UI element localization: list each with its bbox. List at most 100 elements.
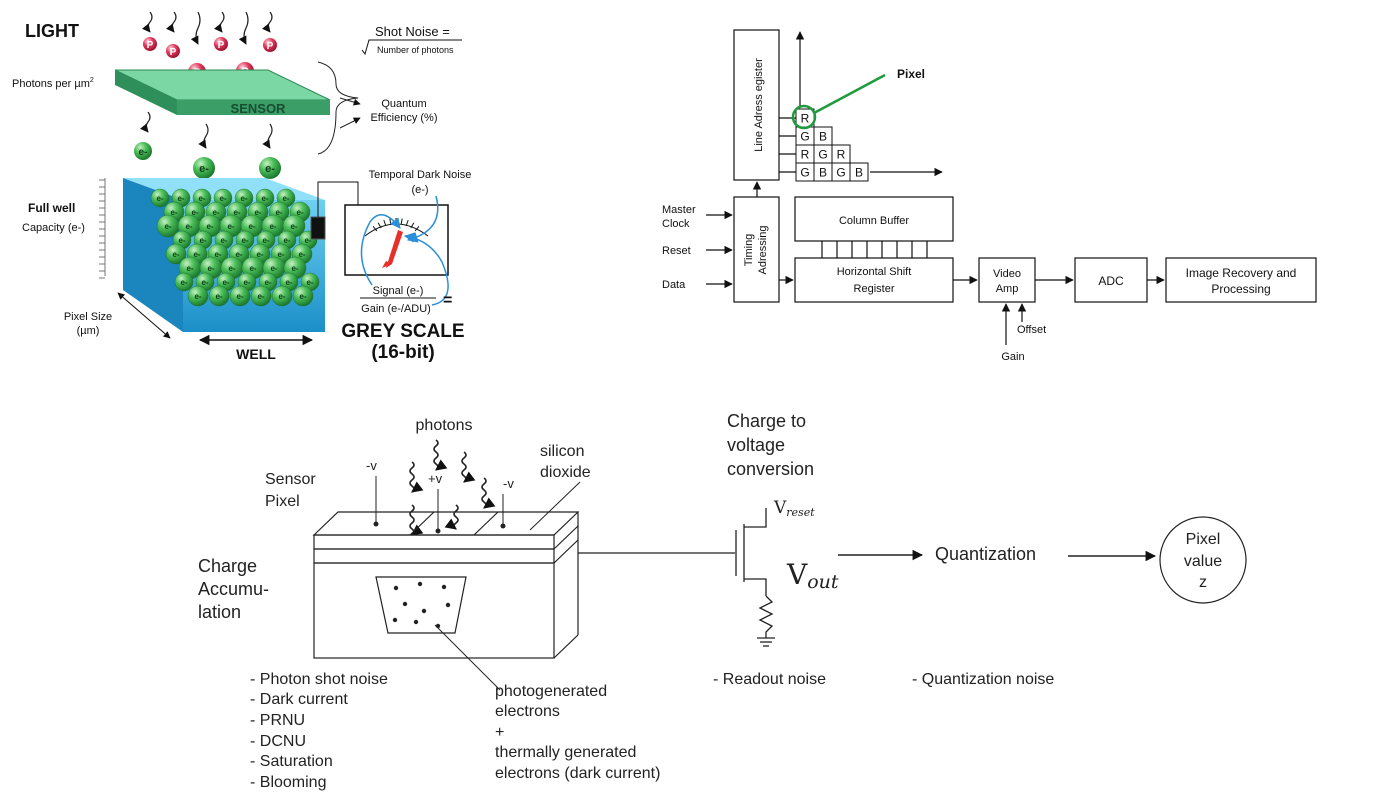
cfa-cell-label: G: [836, 166, 845, 180]
noise-item: - PRNU: [250, 712, 305, 729]
transistor-circuit: [578, 508, 775, 647]
svg-text:e-: e-: [207, 264, 214, 273]
photons-label: photons: [416, 417, 473, 434]
sensor-label: SENSOR: [231, 101, 287, 116]
cfa-cell-label: G: [800, 166, 809, 180]
svg-text:e-: e-: [194, 292, 201, 301]
electron-icon: e-: [292, 285, 314, 307]
line-address-register-box: [733, 29, 780, 181]
svg-text:electrons (dark current): electrons (dark current): [495, 765, 660, 782]
full-well-label: Full well: [28, 201, 75, 215]
svg-text:Timing: Timing: [743, 234, 755, 267]
svg-text:e-: e-: [214, 250, 221, 259]
svg-text:(µm): (µm): [77, 325, 100, 337]
svg-text:P: P: [267, 41, 274, 52]
data-label: Data: [662, 279, 686, 291]
svg-text:e-: e-: [262, 236, 269, 245]
electron-icon: e-: [271, 285, 293, 307]
v-reset-label: Vreset: [773, 498, 815, 519]
well-cube: e-e-e-e-e-e-e-e-e-e-e-e-e-e-e-e-e-e-e-e-…: [123, 178, 326, 332]
svg-text:thermally generated: thermally generated: [495, 744, 636, 761]
svg-text:e-: e-: [201, 278, 208, 287]
svg-text:e-: e-: [164, 222, 171, 231]
svg-text:e-: e-: [265, 163, 275, 175]
svg-text:e-: e-: [270, 264, 277, 273]
svg-text:P: P: [218, 40, 225, 51]
svg-text:Video: Video: [993, 268, 1021, 280]
panel-bottom: photons Sensor Pixel silicon dioxide -v …: [198, 411, 1247, 791]
svg-text:=: =: [443, 292, 452, 309]
noise-item: - DCNU: [250, 733, 306, 750]
minus-v-left: -v: [366, 458, 377, 473]
svg-text:e-: e-: [180, 278, 187, 287]
svg-text:e-: e-: [299, 292, 306, 301]
svg-text:e-: e-: [291, 264, 298, 273]
panel-top-left: LIGHT P P P P P P Photons per µm2 SENSOR: [12, 11, 472, 363]
svg-text:e-: e-: [228, 264, 235, 273]
svg-text:Capacity (e-): Capacity (e-): [22, 222, 85, 234]
svg-text:e-: e-: [227, 222, 234, 231]
svg-text:Column Buffer: Column Buffer: [839, 215, 909, 227]
sensor-pixel-block: [312, 511, 580, 659]
pixel-label: Pixel: [897, 67, 925, 81]
photon-icon: P: [214, 37, 228, 51]
signal-numerator: Signal (e-): [373, 285, 424, 297]
svg-text:e-: e-: [219, 194, 226, 203]
pixel-noise-list: - Photon shot noise - Dark current - PRN…: [250, 671, 388, 791]
pixel-size-label: Pixel Size: [64, 311, 112, 323]
svg-text:e-: e-: [220, 236, 227, 245]
silicon-dioxide-label: silicon: [540, 443, 584, 460]
svg-text:Accumu-: Accumu-: [198, 579, 269, 599]
electron-icon: e-: [208, 285, 230, 307]
temporal-dark-noise-label: Temporal Dark Noise: [369, 169, 472, 181]
svg-text:+: +: [495, 724, 504, 741]
cfa-cell-label: B: [819, 130, 827, 144]
svg-text:e-: e-: [248, 222, 255, 231]
plus-v: +v: [428, 471, 443, 486]
svg-text:e-: e-: [254, 208, 261, 217]
electron-icon: e-: [187, 285, 209, 307]
noise-item: - Blooming: [250, 774, 326, 791]
svg-text:e-: e-: [296, 208, 303, 217]
svg-text:Shot Noise =: Shot Noise =: [375, 24, 450, 39]
svg-text:Register: Register: [854, 283, 895, 295]
cfa-cell-label: B: [819, 166, 827, 180]
svg-text:e-: e-: [178, 236, 185, 245]
quantum-efficiency-label: Quantum: [381, 98, 426, 110]
svg-text:Image Recovery and: Image Recovery and: [1186, 266, 1297, 280]
svg-text:e-: e-: [170, 208, 177, 217]
svg-text:e-: e-: [191, 208, 198, 217]
quantization-noise-label: - Quantization noise: [912, 671, 1054, 688]
image-recovery-box: [1165, 257, 1317, 303]
electron-icon: e-: [259, 157, 281, 179]
svg-text:dioxide: dioxide: [540, 464, 591, 481]
svg-text:Number of photons: Number of photons: [377, 45, 454, 55]
svg-text:e-: e-: [186, 264, 193, 273]
svg-text:e-: e-: [241, 236, 248, 245]
reset-label: Reset: [662, 245, 691, 257]
svg-text:e-: e-: [139, 147, 148, 158]
electron-icon: e-: [229, 285, 251, 307]
photon-icon: P: [143, 37, 157, 51]
line-address-register-label: Line Adress egister: [753, 58, 765, 152]
signal-meter: [344, 204, 449, 276]
svg-text:e-: e-: [275, 208, 282, 217]
svg-text:electrons: electrons: [495, 703, 560, 720]
svg-text:Horizontal Shift: Horizontal Shift: [837, 266, 912, 278]
svg-text:z: z: [1199, 574, 1207, 591]
svg-text:e-: e-: [298, 250, 305, 259]
photons-per-um-label: Photons per µm2: [12, 77, 94, 90]
svg-text:e-: e-: [193, 250, 200, 259]
svg-text:e-: e-: [256, 250, 263, 259]
svg-text:e-: e-: [282, 194, 289, 203]
svg-text:e-: e-: [177, 194, 184, 203]
cfa-cell-label: R: [801, 112, 810, 126]
electron-icon: e-: [250, 285, 272, 307]
video-amp-box: [978, 257, 1036, 303]
svg-text:conversion: conversion: [727, 459, 814, 479]
photogenerated-label: photogenerated: [495, 683, 607, 700]
svg-text:Adressing: Adressing: [757, 226, 769, 275]
svg-text:e-: e-: [285, 278, 292, 287]
